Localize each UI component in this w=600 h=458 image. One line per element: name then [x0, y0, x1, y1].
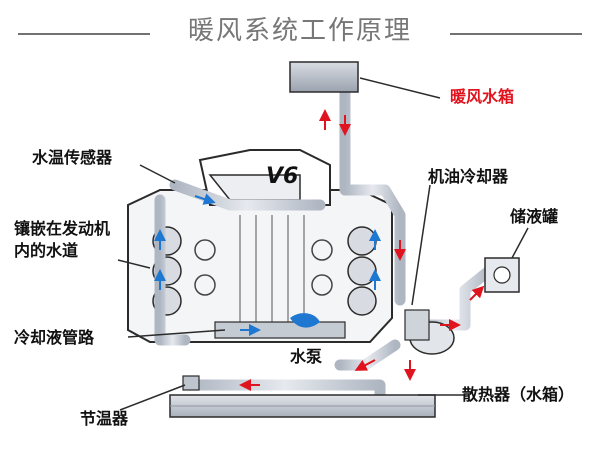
engine-badge: V6 — [266, 164, 298, 189]
heater-core-box — [289, 61, 359, 93]
cold-flow-arrows — [154, 193, 381, 336]
oil-cooler-label: 机油冷却器 — [428, 167, 509, 186]
hot-flow-arrows — [239, 109, 485, 391]
water-jacket-label-line1: 镶嵌在发动机 — [14, 219, 111, 238]
radiator-label: 散热器（水箱） — [462, 385, 575, 404]
coolant-pipe-label: 冷却液管路 — [14, 328, 95, 347]
water-jacket-label-line2: 内的水道 — [14, 241, 79, 260]
water-temp-sensor-label: 水温传感器 — [32, 148, 113, 167]
oil-cooler — [404, 309, 455, 355]
page-title: 暖风系统工作原理 — [187, 16, 412, 46]
radiator — [169, 394, 436, 418]
water-pump-label: 水泵 — [290, 347, 323, 366]
reservoir — [484, 257, 520, 293]
thermostat-part — [182, 375, 200, 391]
heater-core-label: 暖风水箱 — [450, 87, 515, 106]
thermostat-label: 节温器 — [80, 409, 129, 428]
leader-lines — [117, 77, 529, 411]
reservoir-label: 储液罐 — [510, 207, 559, 226]
